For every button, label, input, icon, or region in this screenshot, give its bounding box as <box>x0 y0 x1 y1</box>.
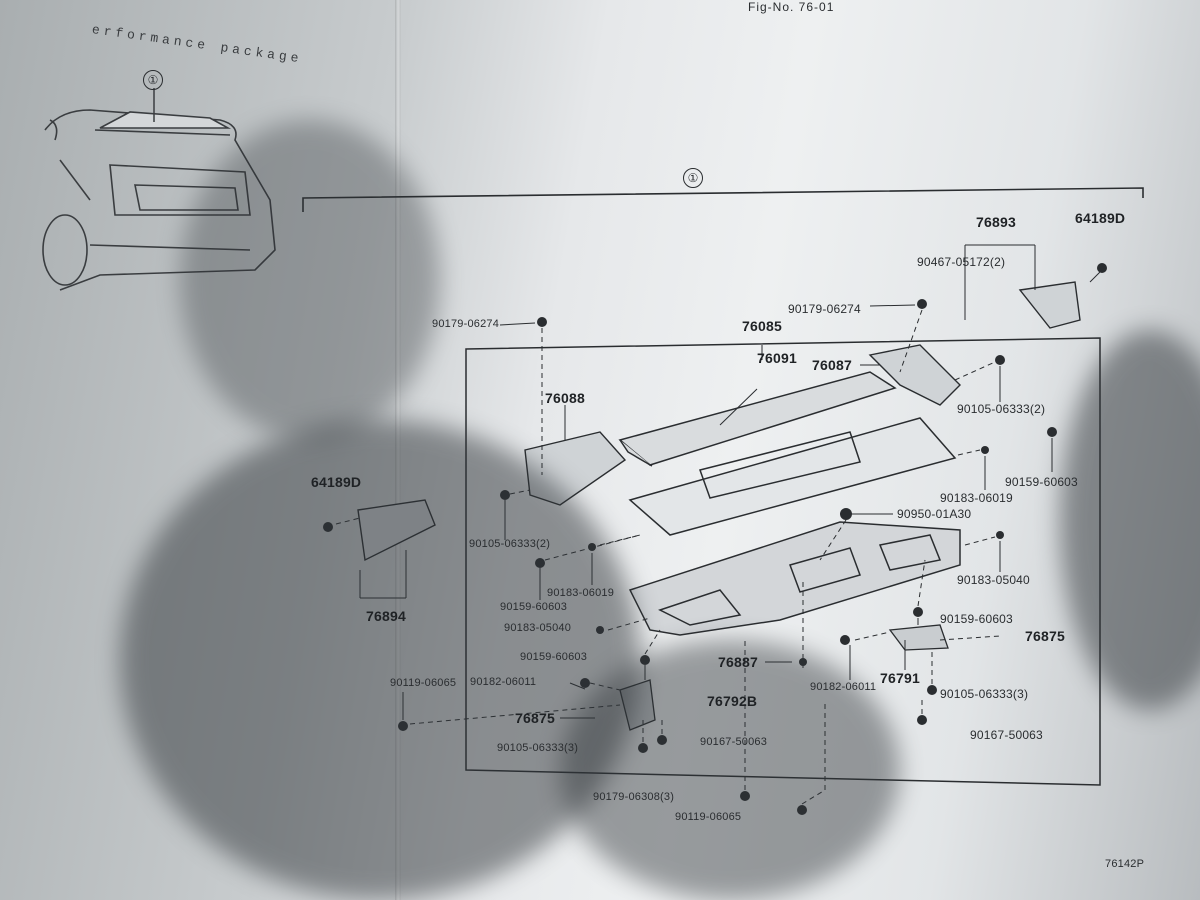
fastener-90182-06011-left: 90182-06011 <box>470 676 537 688</box>
lower-panel <box>628 521 961 636</box>
part-76875-right: 76875 <box>1025 628 1065 644</box>
part-76894: 76894 <box>366 608 406 624</box>
fastener-90159-60603-far-right: 90159-60603 <box>940 612 1013 626</box>
part-76887: 76887 <box>718 654 758 670</box>
fastener-90183-06019-left: 90183-06019 <box>547 587 615 599</box>
shadow-body <box>120 420 640 900</box>
vehicle-sketch <box>42 109 276 291</box>
part-76893: 76893 <box>976 214 1016 230</box>
fastener-90159-60603-center: 90159-60603 <box>520 651 588 663</box>
fastener-90119-06065-bottom: 90119-06065 <box>675 811 742 823</box>
fastener-90183-05040-left: 90183-05040 <box>504 622 572 634</box>
fastener-90183-05040-right: 90183-05040 <box>957 573 1030 587</box>
fastener-90105-06333-3-right: 90105-06333(3) <box>940 687 1029 701</box>
reference-code: 76142P <box>1105 858 1145 870</box>
fastener-90467-05172-right: 90467-05172(2) <box>917 255 1006 269</box>
part-64189d-right: 64189D <box>1075 210 1126 226</box>
spoiler-blade <box>618 371 957 536</box>
part-76792b: 76792B <box>707 693 758 709</box>
bracket-76893 <box>1018 281 1081 329</box>
callout-circle-vehicle: ① <box>143 70 163 90</box>
callout-circle-assembly: ① <box>683 168 703 188</box>
fastener-90950-01a30: 90950-01A30 <box>897 507 972 521</box>
figure-number: Fig-No. 76-01 <box>748 0 835 14</box>
part-76087: 76087 <box>812 357 852 373</box>
shadow-right <box>1060 330 1200 710</box>
part-76088: 76088 <box>545 390 585 406</box>
fastener-90105-06333-2-left: 90105-06333(2) <box>469 538 551 550</box>
shadow-head <box>180 120 440 440</box>
fastener-90119-06065-left: 90119-06065 <box>390 677 457 689</box>
fastener-90159-60603-right: 90159-60603 <box>1005 475 1078 489</box>
fastener-90182-06011-right: 90182-06011 <box>810 681 877 693</box>
fastener-90105-06333-2-right: 90105-06333(2) <box>957 402 1046 416</box>
fastener-90183-06019-right: 90183-06019 <box>940 491 1013 505</box>
fastener-90167-50063-right: 90167-50063 <box>970 728 1043 742</box>
fastener-90167-50063-center: 90167-50063 <box>700 736 768 748</box>
bracket-76791 <box>888 624 949 651</box>
shadow-lower <box>560 640 900 900</box>
part-76791: 76791 <box>880 670 920 686</box>
fastener-90179-06274-right: 90179-06274 <box>788 302 861 316</box>
fastener-90179-06274-left: 90179-06274 <box>432 318 500 330</box>
right-end-cap <box>868 344 961 406</box>
part-76085: 76085 <box>742 318 782 334</box>
fastener-90159-60603-left: 90159-60603 <box>500 601 568 613</box>
fastener-90105-06333-3-left: 90105-06333(3) <box>497 742 579 754</box>
part-76091: 76091 <box>757 350 797 366</box>
part-64189d-left: 64189D <box>311 474 362 490</box>
fastener-90179-06308: 90179-06308(3) <box>593 791 675 803</box>
part-76875-left: 76875 <box>515 710 555 726</box>
